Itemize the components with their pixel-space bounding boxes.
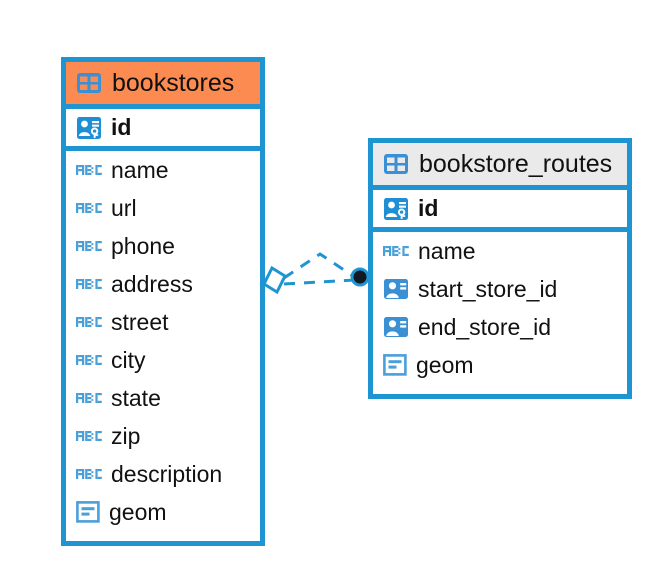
abc-text-icon <box>383 243 409 259</box>
er-column-label: zip <box>111 422 141 449</box>
er-table-header-bookstores[interactable]: bookstores <box>66 62 260 109</box>
relationship-line-lower <box>283 278 357 286</box>
abc-text-icon <box>76 200 102 216</box>
er-column-row[interactable]: id <box>373 190 627 232</box>
geometry-icon <box>383 354 407 376</box>
table-icon <box>76 72 102 94</box>
er-column-label: state <box>111 384 161 411</box>
er-column-label: id <box>418 195 439 221</box>
er-column-label: city <box>111 346 146 373</box>
er-table-bookstores[interactable]: bookstores id <box>61 57 265 546</box>
er-column-row[interactable]: address <box>66 265 260 303</box>
er-column-label: name <box>111 156 169 183</box>
primary-key-icon <box>383 197 409 221</box>
er-table-header-bookstore-routes[interactable]: bookstore_routes <box>373 143 627 190</box>
er-column-label: id <box>111 114 132 140</box>
foreign-key-icon <box>383 316 409 338</box>
filled-circle-marker <box>350 267 370 287</box>
er-column-row[interactable]: name <box>66 151 260 189</box>
foreign-key-icon <box>383 278 409 300</box>
er-column-label: start_store_id <box>418 275 558 302</box>
er-column-label: phone <box>111 232 175 259</box>
er-column-label: end_store_id <box>418 313 551 340</box>
er-column-row[interactable]: url <box>66 189 260 227</box>
abc-text-icon <box>76 352 102 368</box>
er-column-row[interactable]: zip <box>66 417 260 455</box>
er-column-label: geom <box>416 351 474 378</box>
er-column-label: name <box>418 237 476 264</box>
er-table-bookstore-routes[interactable]: bookstore_routes id <box>368 138 632 399</box>
abc-text-icon <box>76 428 102 444</box>
abc-text-icon <box>76 466 102 482</box>
er-column-label: url <box>111 194 137 221</box>
er-column-label: street <box>111 308 169 335</box>
er-table-title: bookstore_routes <box>419 149 613 178</box>
geometry-icon <box>76 501 100 523</box>
er-column-row[interactable]: state <box>66 379 260 417</box>
er-column-row[interactable]: id <box>66 109 260 151</box>
relationship-line-upper <box>283 252 357 280</box>
diamond-open-marker <box>262 265 287 295</box>
er-column-row[interactable]: street <box>66 303 260 341</box>
er-column-label: address <box>111 270 193 297</box>
er-column-row[interactable]: city <box>66 341 260 379</box>
er-column-row[interactable]: start_store_id <box>373 270 627 308</box>
er-column-row[interactable]: phone <box>66 227 260 265</box>
primary-key-icon <box>76 116 102 140</box>
abc-text-icon <box>76 276 102 292</box>
abc-text-icon <box>76 314 102 330</box>
er-column-label: geom <box>109 498 167 525</box>
abc-text-icon <box>76 238 102 254</box>
er-column-row[interactable]: geom <box>66 493 260 531</box>
er-table-title: bookstores <box>112 68 235 97</box>
table-icon <box>383 153 409 175</box>
er-column-row[interactable]: geom <box>373 346 627 384</box>
er-column-label: description <box>111 460 223 487</box>
er-column-row[interactable]: name <box>373 232 627 270</box>
abc-text-icon <box>76 162 102 178</box>
er-column-row[interactable]: description <box>66 455 260 493</box>
abc-text-icon <box>76 390 102 406</box>
er-column-row[interactable]: end_store_id <box>373 308 627 346</box>
